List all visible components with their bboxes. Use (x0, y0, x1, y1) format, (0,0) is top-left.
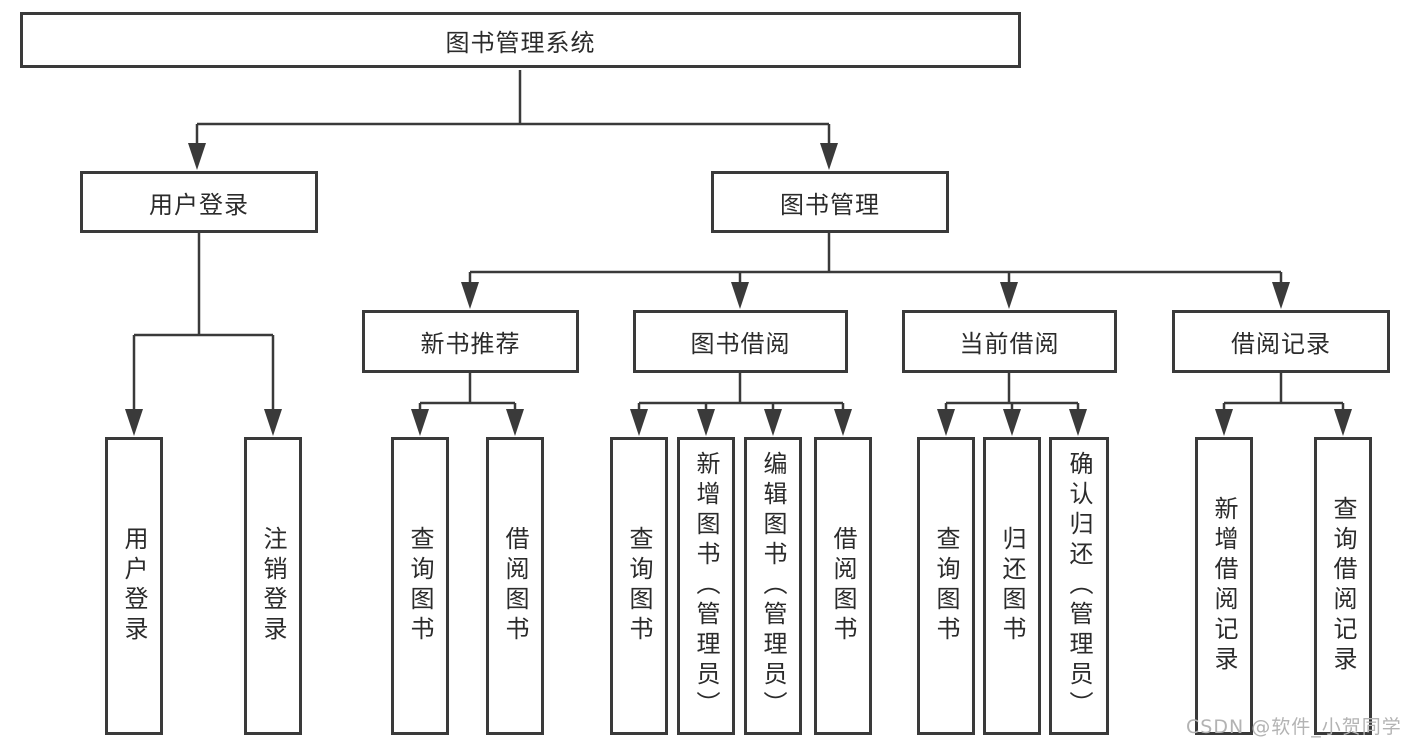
node-label: 新书推荐 (420, 330, 521, 358)
arrowhead-icon (188, 143, 206, 170)
node-library-management-system: 图书管理系统 (20, 12, 1021, 68)
arrowhead-icon (461, 282, 479, 309)
arrowhead-icon (1069, 409, 1087, 436)
node-label: 借阅图书 (829, 526, 857, 646)
leaf-bb-query-books: 查询图书 (610, 437, 668, 735)
leaf-user-login: 用户登录 (105, 437, 163, 735)
arrowhead-icon (125, 409, 143, 436)
leaf-nbr-borrow-books: 借阅图书 (486, 437, 544, 735)
leaf-bb-edit-books-admin: 编辑图书（管理员） (744, 437, 802, 735)
node-label: 新增借阅记录 (1210, 496, 1238, 676)
arrowhead-icon (411, 409, 429, 436)
arrowhead-icon (1334, 409, 1352, 436)
leaf-br-add-record: 新增借阅记录 (1195, 437, 1253, 735)
leaf-bb-add-books-admin: 新增图书（管理员） (677, 437, 735, 735)
arrowhead-icon (506, 409, 524, 436)
arrowhead-group (125, 143, 1352, 436)
node-label: 注销登录 (259, 526, 287, 646)
leaf-cb-query-books: 查询图书 (917, 437, 975, 735)
node-label: 借阅记录 (1231, 330, 1331, 358)
node-label: 图书管理系统 (445, 28, 596, 57)
node-label: 当前借阅 (959, 330, 1060, 358)
arrowhead-icon (1215, 409, 1233, 436)
node-label: 查询图书 (932, 526, 960, 646)
arrowhead-icon (1272, 282, 1290, 309)
node-current-borrowing: 当前借阅 (902, 310, 1117, 373)
arrowhead-icon (834, 409, 852, 436)
node-label: 用户登录 (149, 190, 249, 219)
arrowhead-icon (1003, 409, 1021, 436)
node-label: 确认归还（管理员） (1065, 451, 1093, 721)
arrowhead-icon (820, 143, 838, 170)
arrowhead-icon (937, 409, 955, 436)
node-label: 新增图书（管理员） (692, 451, 720, 721)
leaf-cb-return-books: 归还图书 (983, 437, 1041, 735)
arrowhead-icon (264, 409, 282, 436)
arrowhead-icon (697, 409, 715, 436)
node-label: 编辑图书（管理员） (759, 451, 787, 721)
leaf-cb-confirm-return-admin: 确认归还（管理员） (1049, 437, 1109, 735)
node-user-login: 用户登录 (80, 171, 318, 233)
arrowhead-icon (731, 282, 749, 309)
node-book-borrowing: 图书借阅 (633, 310, 848, 373)
leaf-br-query-record: 查询借阅记录 (1314, 437, 1372, 735)
node-label: 用户登录 (120, 526, 148, 646)
leaf-nbr-query-books: 查询图书 (391, 437, 449, 735)
arrowhead-icon (630, 409, 648, 436)
node-label: 归还图书 (998, 526, 1026, 646)
arrowhead-icon (1000, 282, 1018, 309)
node-label: 借阅图书 (501, 526, 529, 646)
leaf-logout-login: 注销登录 (244, 437, 302, 735)
node-label: 查询借阅记录 (1329, 496, 1357, 676)
leaf-bb-borrow-books: 借阅图书 (814, 437, 872, 735)
csdn-watermark: CSDN @软件_小贺同学 (1186, 716, 1402, 738)
node-new-book-recommend: 新书推荐 (362, 310, 579, 373)
node-label: 图书管理 (780, 190, 880, 219)
node-label: 查询图书 (625, 526, 653, 646)
node-borrowing-records: 借阅记录 (1172, 310, 1390, 373)
node-label: 图书借阅 (690, 330, 791, 358)
node-book-management: 图书管理 (711, 171, 949, 233)
arrowhead-icon (764, 409, 782, 436)
node-label: 查询图书 (406, 526, 434, 646)
